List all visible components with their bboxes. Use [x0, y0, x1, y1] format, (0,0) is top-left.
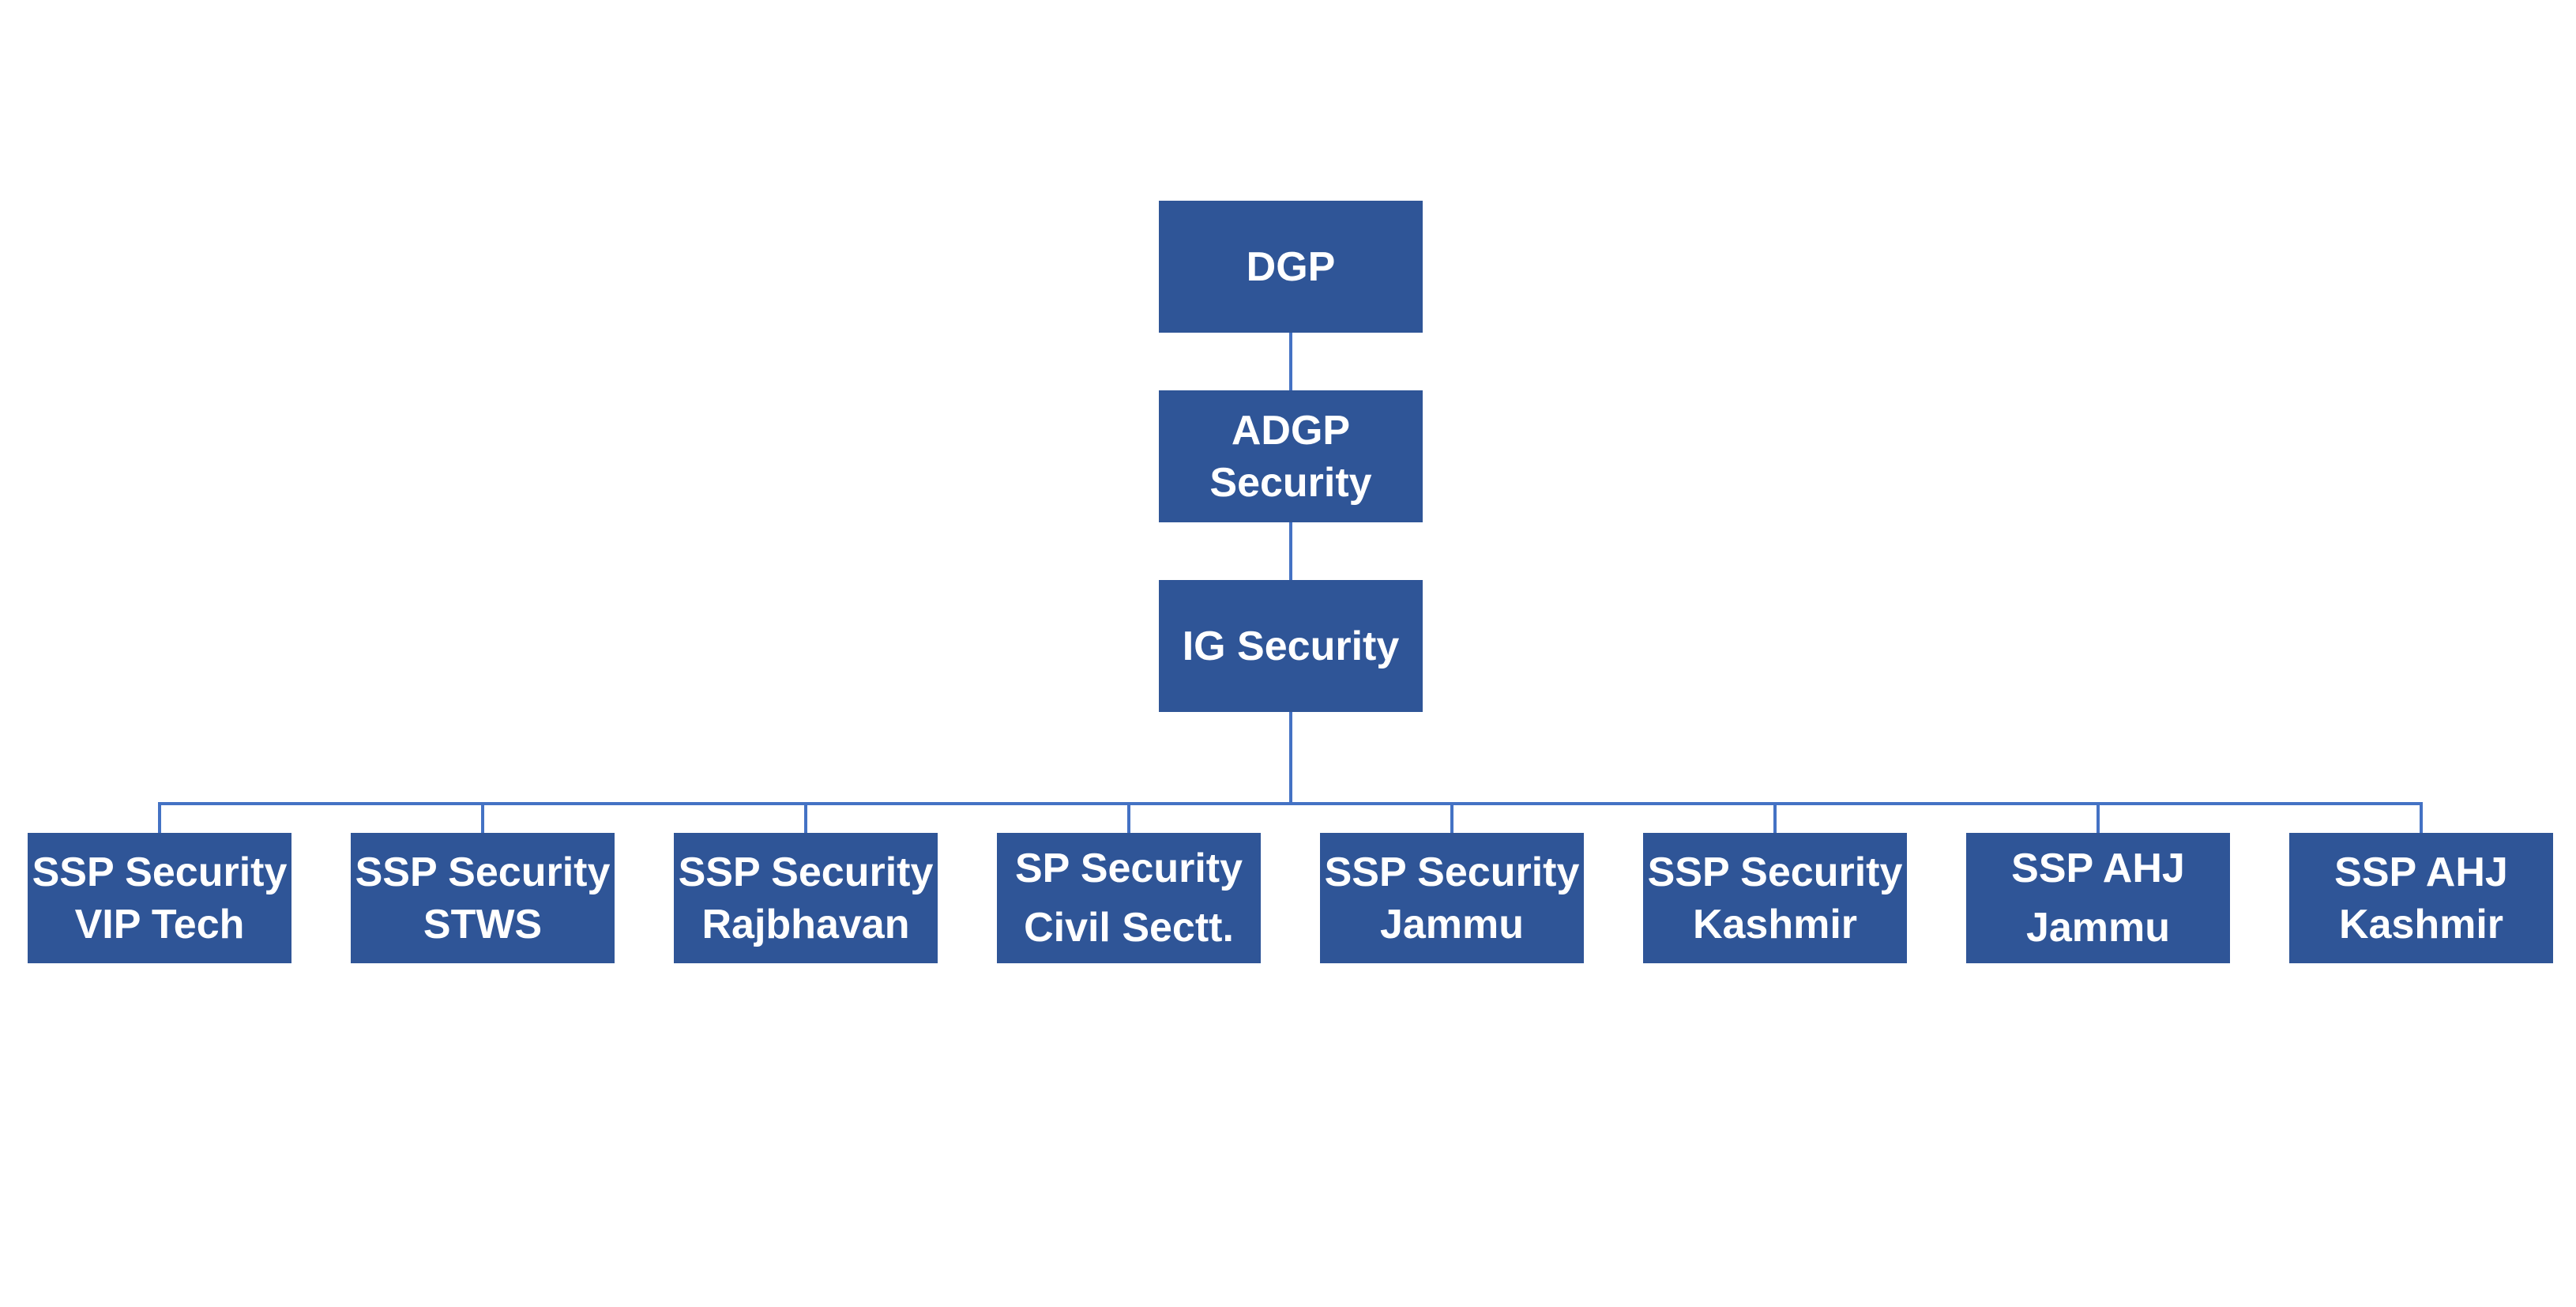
box-unit-7: SSP AHJ Jammu: [1966, 833, 2230, 963]
box-unit-6-label-1: SSP Security: [1647, 849, 1903, 895]
box-ig-security: IG Security: [1159, 580, 1423, 712]
box-unit-7-label-1: SSP AHJ: [2011, 846, 2185, 891]
box-unit-4: SP Security Civil Sectt.: [997, 833, 1261, 963]
box-dgp-label-1: DGP: [1246, 243, 1336, 290]
box-unit-1-label-2: VIP Tech: [74, 901, 245, 947]
connector-drop-6: [1773, 802, 1777, 833]
box-unit-8-label-1: SSP AHJ: [2334, 849, 2508, 895]
connector-dgp-adgp: [1289, 333, 1292, 390]
box-unit-5-label-1: SSP Security: [1324, 849, 1580, 895]
box-unit-3-label-1: SSP Security: [678, 849, 934, 895]
box-unit-5: SSP Security Jammu: [1320, 833, 1584, 963]
box-unit-2: SSP Security STWS: [351, 833, 615, 963]
connector-drop-4: [1127, 802, 1130, 833]
connector-drop-7: [2097, 802, 2100, 833]
box-unit-6: SSP Security Kashmir: [1643, 833, 1907, 963]
box-ig-label-1: IG Security: [1182, 623, 1400, 669]
box-unit-4-label-2: Civil Sectt.: [1024, 905, 1234, 951]
box-unit-1-label-1: SSP Security: [32, 849, 288, 895]
box-unit-6-label-2: Kashmir: [1692, 901, 1858, 947]
box-unit-2-label-1: SSP Security: [355, 849, 611, 895]
connector-drop-5: [1450, 802, 1453, 833]
box-adgp-label-1: ADGP: [1231, 407, 1351, 454]
box-unit-3-label-2: Rajbhavan: [701, 901, 910, 947]
connector-drop-8: [2420, 802, 2423, 833]
connector-drop-1: [158, 802, 161, 833]
box-unit-8: SSP AHJ Kashmir: [2289, 833, 2553, 963]
connector-drop-3: [804, 802, 807, 833]
box-unit-5-label-2: Jammu: [1379, 901, 1525, 947]
box-unit-8-label-2: Kashmir: [2338, 901, 2504, 947]
box-dgp: DGP: [1159, 201, 1423, 333]
box-unit-7-label-2: Jammu: [2025, 905, 2171, 951]
box-adgp-security: ADGP Security: [1159, 390, 1423, 522]
box-adgp-label-2: Security: [1209, 459, 1372, 506]
connector-bus: [158, 802, 2422, 805]
connector-adgp-ig: [1289, 522, 1292, 580]
box-unit-1: SSP Security VIP Tech: [28, 833, 291, 963]
box-unit-3: SSP Security Rajbhavan: [674, 833, 938, 963]
box-unit-4-label-1: SP Security: [1014, 846, 1243, 891]
connector-ig-bus: [1289, 712, 1292, 804]
connector-drop-2: [481, 802, 484, 833]
box-unit-2-label-2: STWS: [423, 901, 543, 947]
